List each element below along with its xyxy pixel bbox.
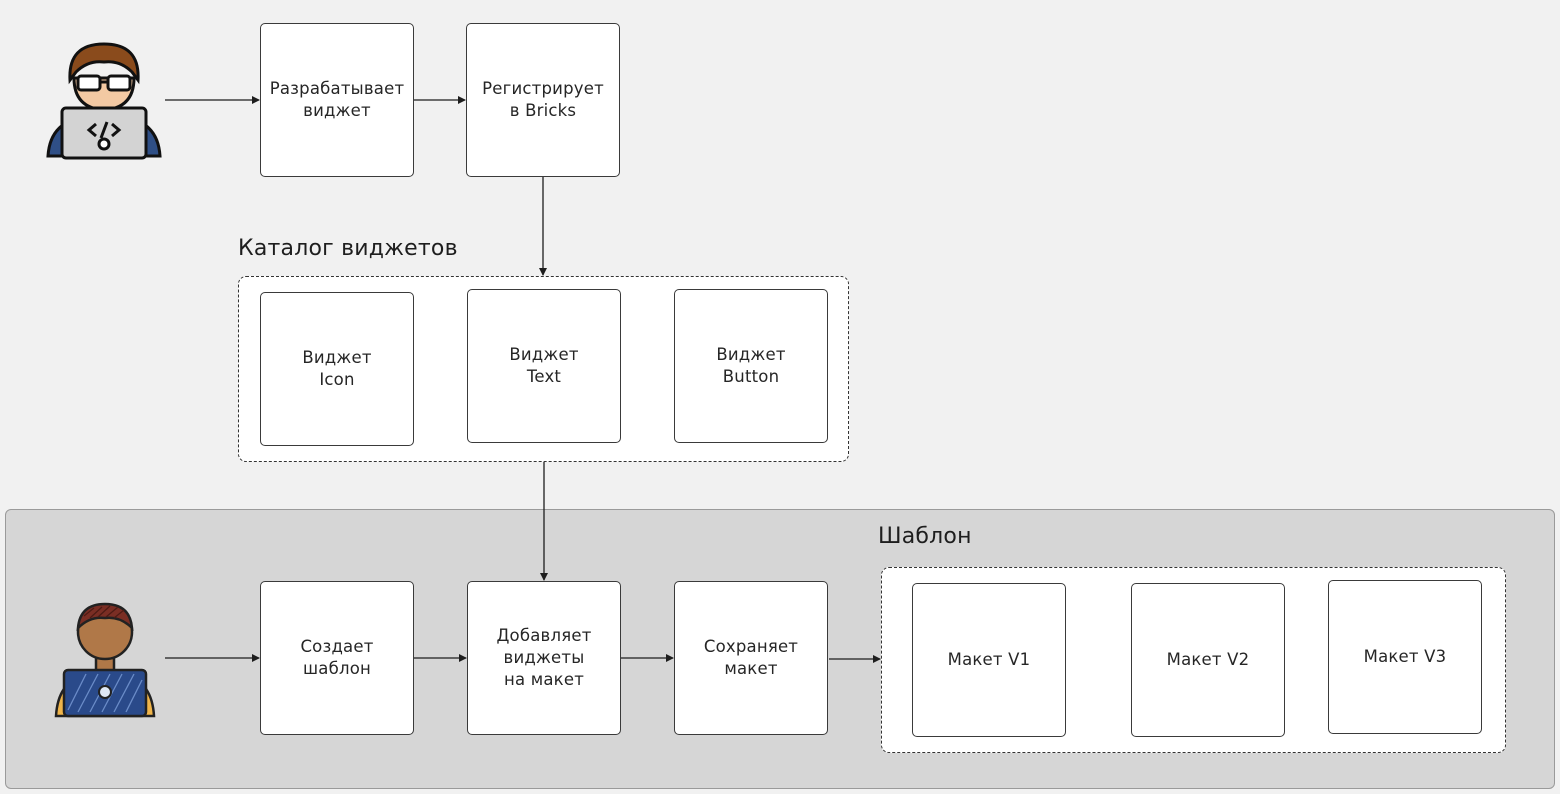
step-save-layout-label: Сохраняет макет [703, 637, 799, 678]
layout-v1-label: Макет V1 [947, 650, 1031, 669]
step-save-layout: Сохраняет макет [674, 581, 828, 735]
step-create-template: Создает шаблон [260, 581, 414, 735]
step-add-widgets: Добавляет виджеты на макет [467, 581, 621, 735]
step-register-in-bricks: Регистрирует в Bricks [466, 23, 620, 177]
widget-button-box: Виджет Button [674, 289, 828, 443]
step-develop-widget: Разрабатывает виджет [260, 23, 414, 177]
template-title: Шаблон [878, 524, 972, 549]
layout-v2-box: Макет V2 [1131, 583, 1285, 737]
widget-icon-label: Виджет Icon [302, 348, 372, 389]
developer-avatar-icon [46, 42, 162, 160]
step-create-template-label: Создает шаблон [300, 637, 374, 678]
widget-text-label: Виджет Text [509, 345, 579, 386]
step-develop-widget-label: Разрабатывает виджет [269, 79, 405, 120]
designer-avatar-icon [54, 602, 156, 718]
widget-button-label: Виджет Button [716, 345, 786, 386]
widget-icon-box: Виджет Icon [260, 292, 414, 446]
step-register-label: Регистрирует в Bricks [482, 79, 604, 120]
layout-v2-label: Макет V2 [1166, 650, 1250, 669]
layout-v3-label: Макет V3 [1363, 647, 1447, 666]
layout-v3-box: Макет V3 [1328, 580, 1482, 734]
layout-v1-box: Макет V1 [912, 583, 1066, 737]
step-add-widgets-label: Добавляет виджеты на макет [496, 626, 592, 689]
widget-text-box: Виджет Text [467, 289, 621, 443]
catalog-title: Каталог виджетов [238, 236, 458, 261]
